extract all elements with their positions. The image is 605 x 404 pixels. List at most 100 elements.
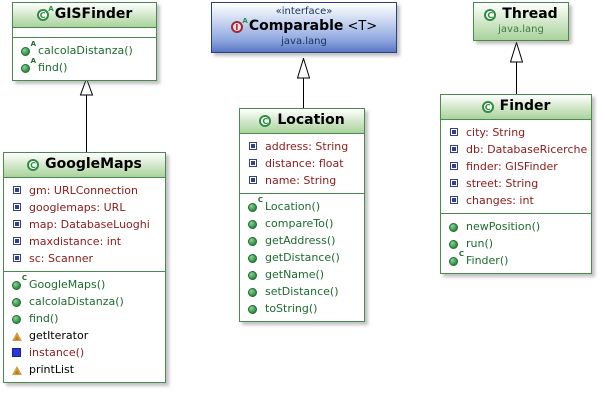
class-title-location: C Location	[246, 112, 358, 129]
member-label: printList	[29, 363, 75, 376]
class-box-googlemaps[interactable]: C GoogleMaps gm: URLConnection googlemap…	[3, 152, 166, 383]
class-box-gisfinder[interactable]: C A GISFinder A calcolaDistanza() A find…	[12, 2, 157, 81]
private-field-icon	[449, 144, 460, 155]
member-row[interactable]: name: String	[248, 172, 360, 189]
private-field-icon	[12, 219, 23, 230]
class-title-googlemaps: C GoogleMaps	[10, 156, 159, 173]
member-row[interactable]: A find()	[21, 58, 152, 76]
member-row[interactable]: map: DatabaseLuoghi	[12, 216, 161, 233]
member-row[interactable]: A calcolaDistanza()	[21, 41, 152, 59]
package-label: java.lang	[281, 36, 327, 47]
member-label: run()	[466, 237, 494, 250]
member-row[interactable]: street: String	[449, 175, 587, 192]
class-name-location: Location	[277, 112, 345, 128]
member-row[interactable]: C Finder()	[449, 251, 587, 269]
public-method-icon	[248, 303, 259, 314]
member-label: instance()	[29, 346, 85, 359]
connector-location-comparable	[303, 78, 304, 108]
member-row[interactable]: distance: float	[248, 155, 360, 172]
attributes-compartment-googlemaps: gm: URLConnection googlemaps: URL map: D…	[4, 178, 165, 271]
class-box-finder[interactable]: C Finder city: String db: DatabaseRicerc…	[440, 94, 592, 274]
member-row[interactable]: setDistance()	[248, 283, 360, 300]
member-row[interactable]: maxdistance: int	[12, 233, 161, 250]
interface-box-comparable[interactable]: «interface» I A Comparable <T> java.lang	[211, 2, 397, 53]
private-field-icon	[248, 158, 259, 169]
member-label: GoogleMaps()	[29, 278, 106, 291]
member-label: street: String	[466, 177, 539, 190]
class-icon: C	[27, 158, 41, 172]
member-row[interactable]: finder: GISFinder	[449, 158, 587, 175]
member-label: newPosition()	[466, 220, 541, 233]
member-label: toString()	[265, 302, 318, 315]
abstract-method-icon: A	[21, 41, 36, 56]
member-row[interactable]: newPosition()	[449, 218, 587, 235]
connector-googlemaps-gisfinder	[86, 95, 87, 152]
class-name-googlemaps: GoogleMaps	[45, 156, 142, 172]
interface-title-comparable: I A Comparable <T>	[218, 17, 390, 35]
public-method-icon	[248, 269, 259, 280]
class-box-thread[interactable]: C Thread java.lang	[473, 2, 569, 41]
class-title-thread: C Thread	[480, 6, 562, 23]
member-label: calcolaDistanza()	[38, 44, 133, 57]
member-label: changes: int	[466, 194, 534, 207]
member-label: sc: Scanner	[29, 252, 93, 265]
member-row[interactable]: gm: URLConnection	[12, 182, 161, 199]
methods-compartment-location: C Location() compareTo() getAddress() ge…	[240, 193, 364, 321]
member-row[interactable]: calcolaDistanza()	[12, 293, 161, 310]
member-row[interactable]: address: String	[248, 138, 360, 155]
member-label: getAddress()	[265, 234, 336, 247]
member-row[interactable]: getIterator	[12, 327, 161, 344]
methods-compartment-finder: newPosition() run() C Finder()	[441, 213, 591, 273]
constructor-icon: C	[449, 251, 464, 266]
warning-triangle-icon	[12, 330, 23, 341]
interface-name-comparable: Comparable	[248, 18, 344, 34]
public-method-icon	[248, 286, 259, 297]
member-row[interactable]: googlemaps: URL	[12, 199, 161, 216]
class-box-location[interactable]: C Location address: String distance: flo…	[239, 108, 365, 322]
private-field-icon	[12, 202, 23, 213]
member-label: db: DatabaseRicerche	[466, 143, 588, 156]
member-row[interactable]: find()	[12, 310, 161, 327]
member-row[interactable]: city: String	[449, 124, 587, 141]
class-header-finder: C Finder	[441, 95, 591, 120]
constructor-icon: C	[12, 275, 27, 290]
member-row[interactable]: instance()	[12, 344, 161, 361]
member-row[interactable]: getAddress()	[248, 232, 360, 249]
member-row[interactable]: getDistance()	[248, 249, 360, 266]
member-row[interactable]: C GoogleMaps()	[12, 275, 161, 293]
member-label: city: String	[466, 126, 526, 139]
member-row[interactable]: compareTo()	[248, 215, 360, 232]
public-method-icon	[12, 296, 23, 307]
member-label: getDistance()	[265, 251, 340, 264]
member-label: getIterator	[29, 329, 89, 342]
methods-compartment-googlemaps: C GoogleMaps() calcolaDistanza() find() …	[4, 271, 165, 382]
member-row[interactable]: printList	[12, 361, 161, 378]
member-label: find()	[29, 312, 59, 325]
public-method-icon	[449, 221, 460, 232]
constructor-icon: C	[248, 197, 263, 212]
member-row[interactable]: toString()	[248, 300, 360, 317]
public-method-icon	[248, 218, 259, 229]
class-title-gisfinder: C A GISFinder	[19, 5, 150, 23]
member-row[interactable]: C Location()	[248, 197, 360, 215]
private-field-icon	[449, 161, 460, 172]
class-icon: C	[259, 114, 273, 128]
member-label: Location()	[265, 200, 321, 213]
private-field-icon	[449, 127, 460, 138]
member-row[interactable]: getName()	[248, 266, 360, 283]
blue-square-icon	[12, 347, 23, 358]
member-row[interactable]: sc: Scanner	[12, 250, 161, 267]
private-field-icon	[12, 236, 23, 247]
class-icon: C	[481, 100, 496, 114]
member-label: setDistance()	[265, 285, 339, 298]
private-field-icon	[12, 253, 23, 264]
member-row[interactable]: db: DatabaseRicerche	[449, 141, 587, 158]
class-header-thread: C Thread java.lang	[474, 3, 568, 40]
member-row[interactable]: changes: int	[449, 192, 587, 209]
class-title-finder: C Finder	[447, 98, 585, 115]
methods-compartment-gisfinder: A calcolaDistanza() A find()	[13, 37, 156, 80]
member-row[interactable]: run()	[449, 235, 587, 252]
attributes-compartment-gisfinder	[13, 28, 156, 37]
interface-header-comparable: «interface» I A Comparable <T> java.lang	[212, 3, 396, 52]
public-method-icon	[248, 235, 259, 246]
